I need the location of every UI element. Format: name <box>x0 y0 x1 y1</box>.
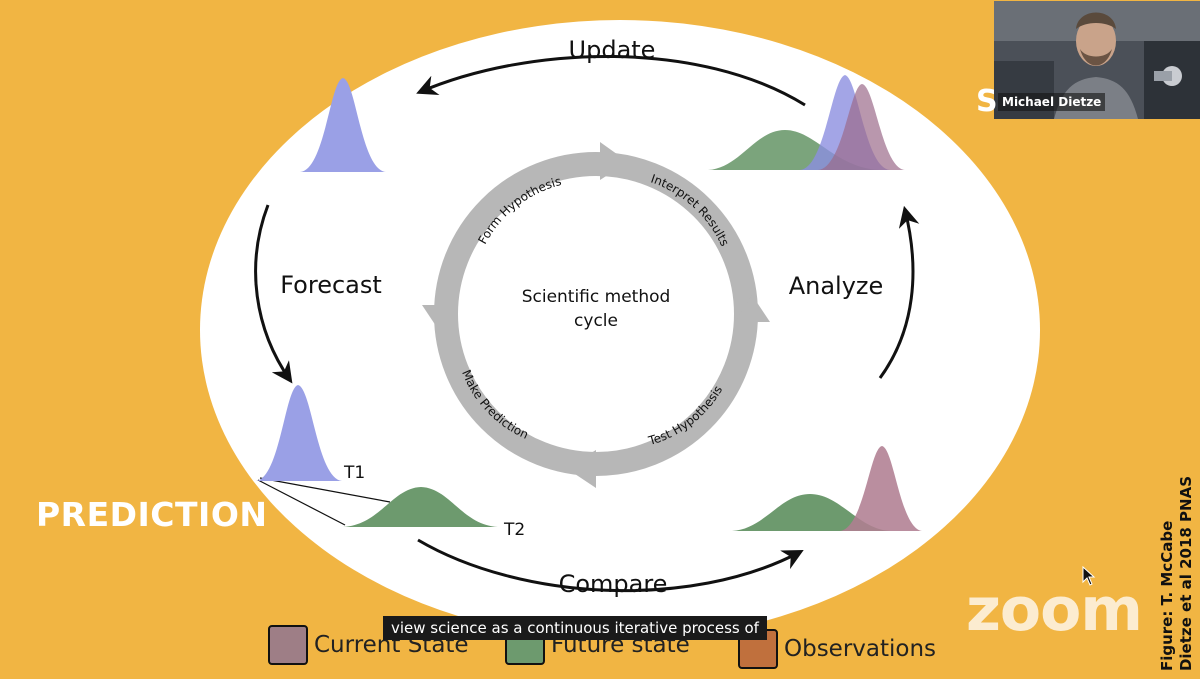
legend-swatch-current-state <box>268 625 308 665</box>
figure-credit: Figure: T. McCabe Dietze et al 2018 PNAS <box>1158 476 1196 671</box>
dist-forecast-blue <box>256 385 342 481</box>
label-t1: T1 <box>343 463 365 483</box>
participant-name-tag: Michael Dietze <box>998 93 1106 111</box>
spread-line-t2 <box>257 479 346 526</box>
prediction-label: PREDICTION <box>36 495 268 534</box>
dist-compare-mauve <box>840 446 922 531</box>
credit-line-2: Dietze et al 2018 PNAS <box>1177 475 1195 671</box>
ring-arrow-right <box>735 295 770 322</box>
dist-forecast-green <box>343 487 498 527</box>
dist-analyze-mauve <box>818 84 905 170</box>
ring-arrow-top <box>600 142 628 180</box>
legend-item-observations: Observations <box>738 624 936 674</box>
stage-label-compare: Compare <box>559 570 668 598</box>
credit-line-1: Figure: T. McCabe <box>1158 520 1176 671</box>
spread-line-t1 <box>259 477 391 503</box>
arrow-compare <box>417 538 804 593</box>
stage-label-analyze: Analyze <box>789 272 884 300</box>
stage-label-forecast: Forecast <box>280 271 382 299</box>
mouse-cursor-icon <box>1082 566 1096 586</box>
stage-label-update: Update <box>569 36 656 64</box>
label-t2: T2 <box>503 520 525 540</box>
cycle-ellipse <box>200 20 1040 640</box>
center-title-line1: Scientific method <box>522 287 671 307</box>
dist-top-left-blue <box>300 78 386 172</box>
legend-label-observations: Observations <box>784 636 937 662</box>
ring-arrow-left <box>422 305 458 332</box>
ring-arrow-bottom <box>566 450 596 488</box>
partial-glyph: S <box>976 84 998 119</box>
dist-compare-green <box>732 494 890 531</box>
center-title-line2: cycle <box>574 311 618 331</box>
arrow-analyze <box>878 205 920 379</box>
closed-caption: view science as a continuous iterative p… <box>383 616 767 640</box>
zoom-watermark: zoom <box>966 575 1143 645</box>
scientific-method-ring <box>422 142 770 488</box>
arrow-forecast <box>254 204 293 384</box>
arrow-update <box>416 54 806 107</box>
